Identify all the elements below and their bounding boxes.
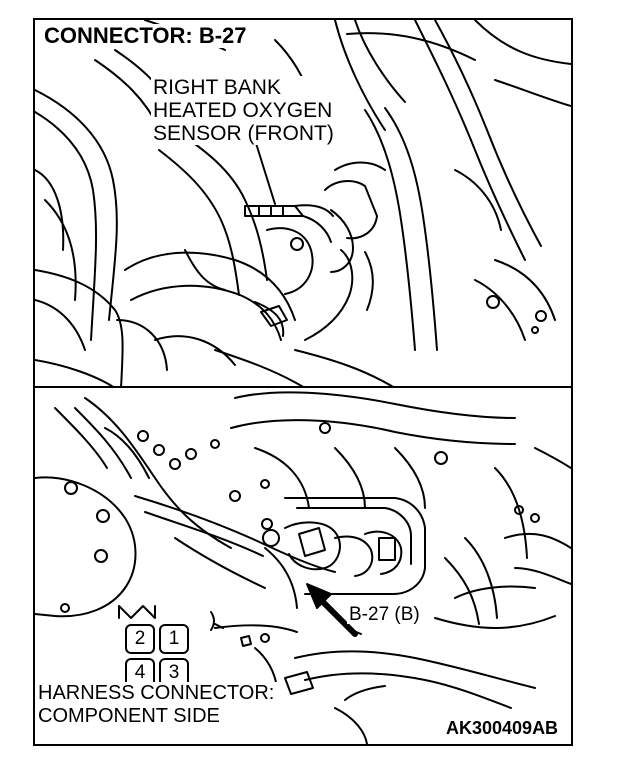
sensor-label-line: HEATED OXYGEN xyxy=(153,99,333,122)
connector-pin: 2 xyxy=(125,624,155,654)
figure-code: AK300409AB xyxy=(444,718,561,738)
bottom-illustration: 2 1 4 3 B-27 (B) HARNESS CONNECTOR: COMP… xyxy=(35,388,571,744)
harness-label-line: COMPONENT SIDE xyxy=(38,705,220,727)
connector-pin: 1 xyxy=(159,624,189,654)
engine-overview-drawing xyxy=(35,391,571,744)
sensor-label-line: SENSOR (FRONT) xyxy=(153,122,334,145)
sensor-label-line: RIGHT BANK xyxy=(153,76,281,99)
harness-label-line: HARNESS CONNECTOR: xyxy=(38,682,275,704)
harness-connector-label: HARNESS CONNECTOR: COMPONENT SIDE xyxy=(36,682,279,728)
panel-divider xyxy=(35,386,571,388)
sensor-label: RIGHT BANK HEATED OXYGEN SENSOR (FRONT) xyxy=(151,76,336,145)
page-title: CONNECTOR: B-27 xyxy=(41,24,250,48)
connector-callout-label: B-27 (B) xyxy=(347,604,422,625)
top-illustration: CONNECTOR: B-27 RIGHT BANK HEATED OXYGEN… xyxy=(35,20,571,388)
diagram-frame: CONNECTOR: B-27 RIGHT BANK HEATED OXYGEN… xyxy=(33,18,573,746)
